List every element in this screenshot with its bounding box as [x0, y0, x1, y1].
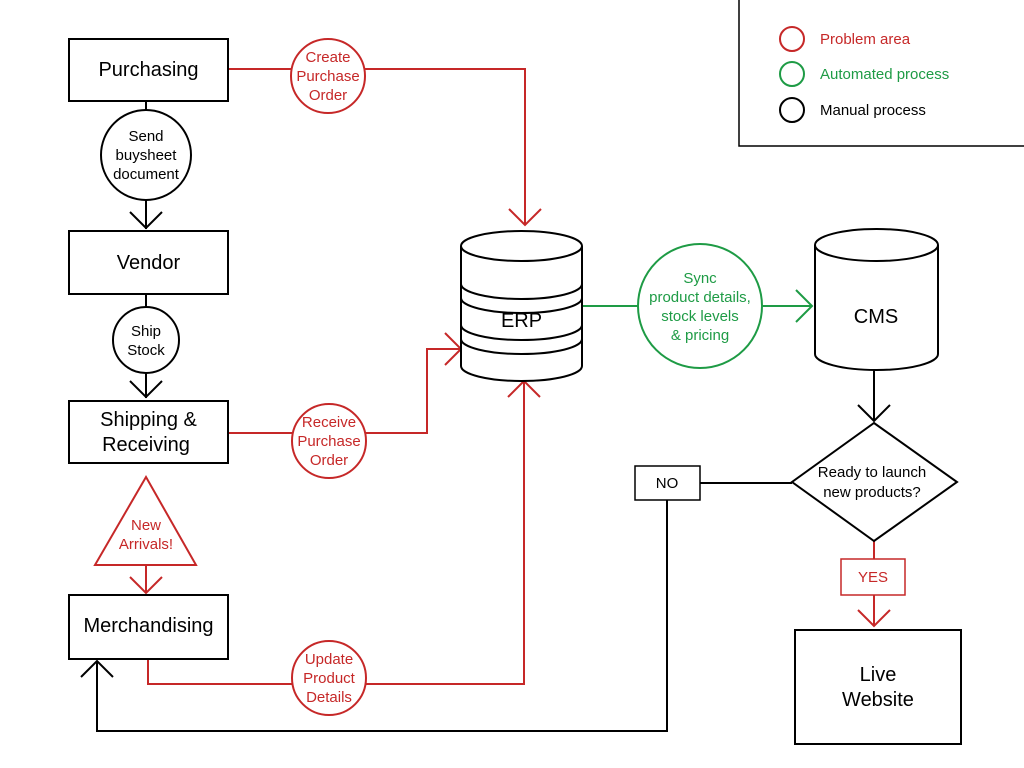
- erp-database: ERP: [460, 230, 583, 382]
- yes-branch-label: YES: [840, 558, 906, 596]
- box-purchasing: Purchasing: [68, 38, 229, 102]
- legend-manual-swatch: [779, 97, 805, 123]
- no-return-connector: [96, 500, 668, 732]
- step-ship-stock: Ship Stock: [112, 306, 180, 374]
- merchandising-return-arrowhead: [80, 659, 114, 678]
- receive-po-line2: Purchase: [297, 433, 360, 450]
- receive-po-line1: Receive: [302, 414, 356, 431]
- ship-stock-line1: Ship: [131, 323, 161, 340]
- step-receive-po: Receive Purchase Order: [291, 403, 367, 479]
- update-details-line1: Update: [305, 651, 353, 668]
- no-branch-label: NO: [634, 465, 701, 501]
- create-po-line2: Purchase: [296, 68, 359, 85]
- sync-arrowhead: [795, 289, 814, 323]
- step-update-details: Update Product Details: [291, 640, 367, 716]
- decision-diamond: Ready to launch new products?: [790, 421, 959, 543]
- create-po-line3: Order: [309, 87, 347, 104]
- step-sync: Sync product details, stock levels & pri…: [637, 243, 763, 369]
- live-website-line1: Live: [860, 664, 897, 686]
- ship-stock-line2: Stock: [127, 342, 165, 359]
- merchandising-label: Merchandising: [83, 615, 213, 637]
- create-po-connector: [228, 68, 526, 224]
- update-details-line3: Details: [306, 689, 352, 706]
- yes-arrowhead: [857, 609, 891, 628]
- legend-manual-label: Manual process: [820, 102, 926, 119]
- send-buysheet-line2: buysheet: [116, 147, 178, 164]
- box-shipping-receiving: Shipping & Receiving: [68, 400, 229, 464]
- legend: Problem area Automated process Manual pr…: [738, 0, 1024, 147]
- sync-line4: & pricing: [671, 327, 729, 344]
- decision-line1: Ready to launch: [818, 464, 926, 481]
- legend-frame: [738, 0, 1024, 147]
- cms-label: CMS: [854, 306, 898, 328]
- receive-po-line3: Order: [310, 452, 348, 469]
- new-arrivals-line2: Arrivals!: [119, 536, 173, 553]
- cms-database: CMS: [814, 228, 939, 371]
- live-website-line2: Website: [842, 689, 914, 711]
- box-merchandising: Merchandising: [68, 594, 229, 660]
- shipping-label-line2: Receiving: [102, 434, 190, 456]
- legend-problem-swatch: [779, 26, 805, 52]
- decision-arrowhead: [857, 404, 891, 423]
- vendor-arrowhead: [129, 211, 163, 230]
- sync-line1: Sync: [683, 270, 717, 287]
- legend-automated-swatch: [779, 61, 805, 87]
- box-vendor: Vendor: [68, 230, 229, 295]
- step-new-arrivals: New Arrivals!: [93, 474, 198, 566]
- yes-label: YES: [858, 569, 888, 586]
- vendor-label: Vendor: [117, 252, 181, 274]
- erp-label: ERP: [501, 310, 542, 332]
- update-details-line2: Product: [303, 670, 356, 687]
- purchasing-label: Purchasing: [98, 59, 198, 81]
- shipping-arrowhead: [129, 380, 163, 399]
- legend-problem-label: Problem area: [820, 31, 911, 48]
- shipping-label-line1: Shipping &: [100, 409, 197, 431]
- create-po-line1: Create: [305, 49, 350, 66]
- sync-line3: stock levels: [661, 308, 739, 325]
- step-create-po: Create Purchase Order: [290, 38, 366, 114]
- box-live-website: Live Website: [794, 629, 962, 745]
- legend-automated-label: Automated process: [820, 66, 949, 83]
- send-buysheet-line3: document: [113, 166, 180, 183]
- sync-line2: product details,: [649, 289, 751, 306]
- step-send-buysheet: Send buysheet document: [100, 109, 192, 201]
- decision-line2: new products?: [823, 484, 921, 501]
- create-po-arrowhead: [508, 208, 542, 227]
- no-label: NO: [656, 475, 679, 492]
- new-arrivals-arrowhead: [129, 576, 163, 595]
- send-buysheet-line1: Send: [128, 128, 163, 145]
- new-arrivals-line1: New: [131, 517, 161, 534]
